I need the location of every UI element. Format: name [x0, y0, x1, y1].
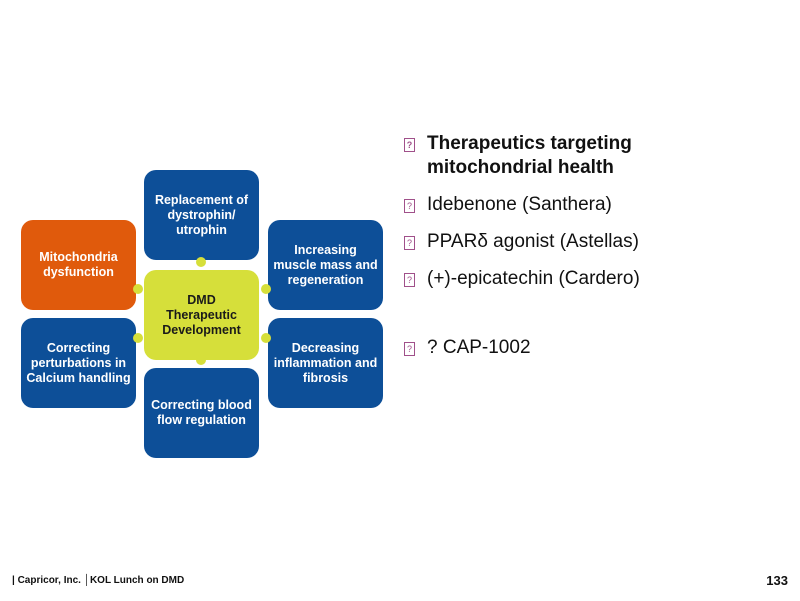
page-number: 133: [766, 573, 788, 588]
bullet-item: ? Therapeutics targeting mitochondrial h…: [404, 132, 684, 180]
connector-dot: [261, 284, 271, 294]
connector-dot: [196, 355, 206, 365]
node-blood-flow: Correcting blood flow regulation: [144, 368, 259, 458]
bullet-item: ? Idebenone (Santhera): [404, 193, 794, 217]
connector-dot: [261, 333, 271, 343]
bullet-item: ? (+)-epicatechin (Cardero): [404, 267, 794, 291]
bullet-icon: ?: [404, 138, 415, 152]
connector-dot: [196, 257, 206, 267]
node-muscle-mass: Increasing muscle mass and regeneration: [268, 220, 383, 310]
bullet-icon: ?: [404, 342, 415, 356]
bullet-list: ? Therapeutics targeting mitochondrial h…: [404, 132, 794, 373]
footer-text: | Capricor, Inc. │KOL Lunch on DMD: [12, 575, 185, 586]
node-calcium-handling: Correcting perturbations in Calcium hand…: [21, 318, 136, 408]
node-mitochondria-dysfunction: Mitochondria dysfunction: [21, 220, 136, 310]
bullet-item: ? ? CAP-1002: [404, 336, 794, 360]
bullet-icon: ?: [404, 273, 415, 287]
connector-dot: [133, 333, 143, 343]
bullet-icon: ?: [404, 236, 415, 250]
node-inflammation-fibrosis: Decreasing inflammation and fibrosis: [268, 318, 383, 408]
bullet-item: ? PPARδ agonist (Astellas): [404, 230, 794, 254]
node-replacement-dystrophin: Replacement of dystrophin/ utrophin: [144, 170, 259, 260]
connector-dot: [133, 284, 143, 294]
node-center-dmd: DMD Therapeutic Development: [144, 270, 259, 360]
bullet-icon: ?: [404, 199, 415, 213]
